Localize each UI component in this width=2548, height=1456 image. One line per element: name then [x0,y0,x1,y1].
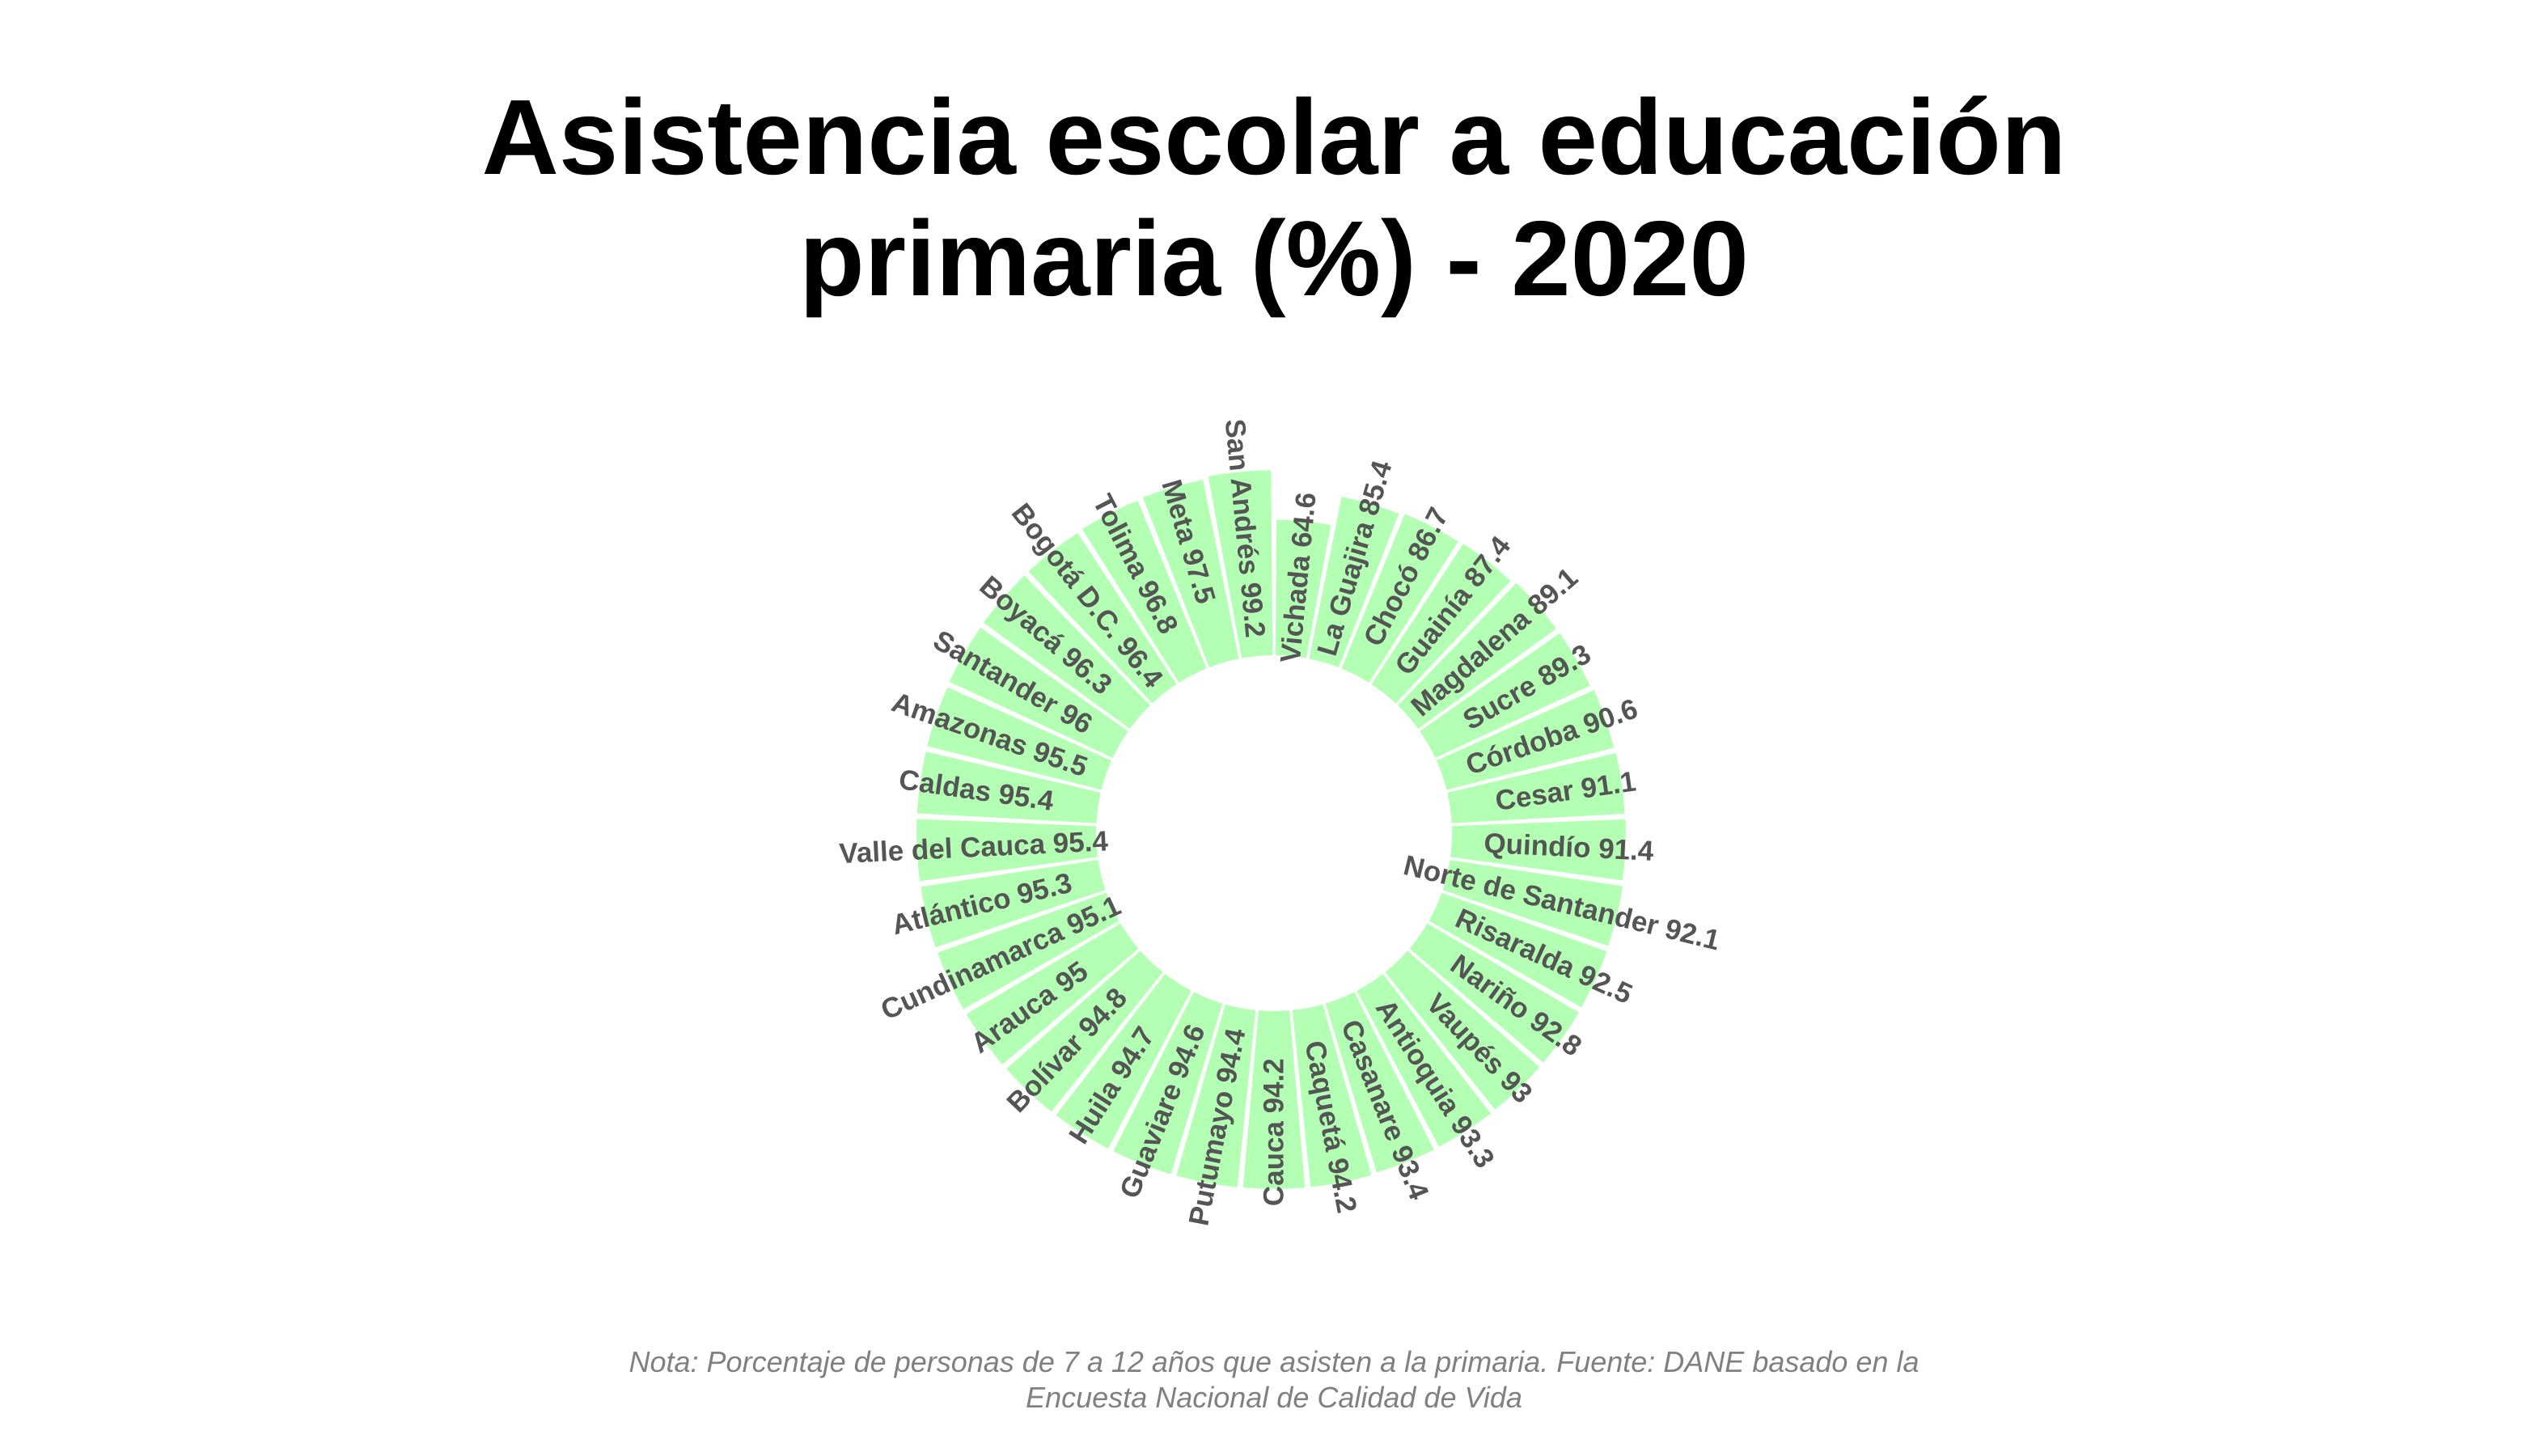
bar-casanare [1325,992,1434,1173]
bar-cundinamarca [938,892,1120,1009]
bar-vaupes [1385,950,1540,1110]
bar-arauca [966,923,1139,1065]
bar-la-guajira [1309,497,1399,668]
bar-huila [1056,974,1191,1149]
bar-vichada [1275,519,1331,658]
bar-narino [1409,923,1579,1063]
bar-meta [1142,480,1239,668]
bar-putumayo [1176,1004,1256,1187]
bar-amazonas [927,687,1112,790]
chart-title-line-2: primaria (%) - 2020 [799,199,1749,318]
bar-risaralda [1428,892,1607,1008]
bar-tolima [1081,500,1207,683]
bar-bogota-d-c [1028,532,1177,704]
bar-sucre [1420,633,1590,758]
bar-boyaca [983,575,1150,729]
label-cauca: Cauca 94.2 [1259,1058,1290,1206]
bar-santander [949,628,1128,758]
bar-san-andres [1208,470,1273,658]
bar-cesar [1447,753,1625,823]
bar-antioquia [1357,974,1492,1147]
bar-guaviare [1113,992,1223,1175]
chart-caption: Nota: Porcentaje de personas de 7 a 12 a… [0,1344,2548,1416]
bar-cauca [1242,1010,1306,1189]
bar-choco [1341,514,1458,683]
bar-atlantico [921,860,1106,948]
caption-line-2: Encuesta Nacional de Calidad de Vida [1026,1381,1522,1414]
bar-cordoba [1436,690,1615,790]
label-valle-del-cauca: Valle del Cauca 95.4 [839,825,1110,870]
bar-magdalena [1398,582,1556,729]
bars-layer [916,470,1626,1189]
bar-caqueta [1292,1004,1372,1187]
bar-valle-del-cauca [916,819,1098,882]
chart-title-line-1: Asistencia escolar a educación [481,78,2067,197]
chart-title: Asistencia escolar a educación primaria … [0,77,2548,320]
bar-guainia [1371,544,1511,704]
caption-line-1: Nota: Porcentaje de personas de 7 a 12 a… [629,1345,1919,1378]
bar-caldas [916,751,1101,823]
bar-norte-de-santander [1442,860,1623,946]
bar-bolivar [1006,950,1163,1112]
bar-quindio [1450,819,1626,881]
